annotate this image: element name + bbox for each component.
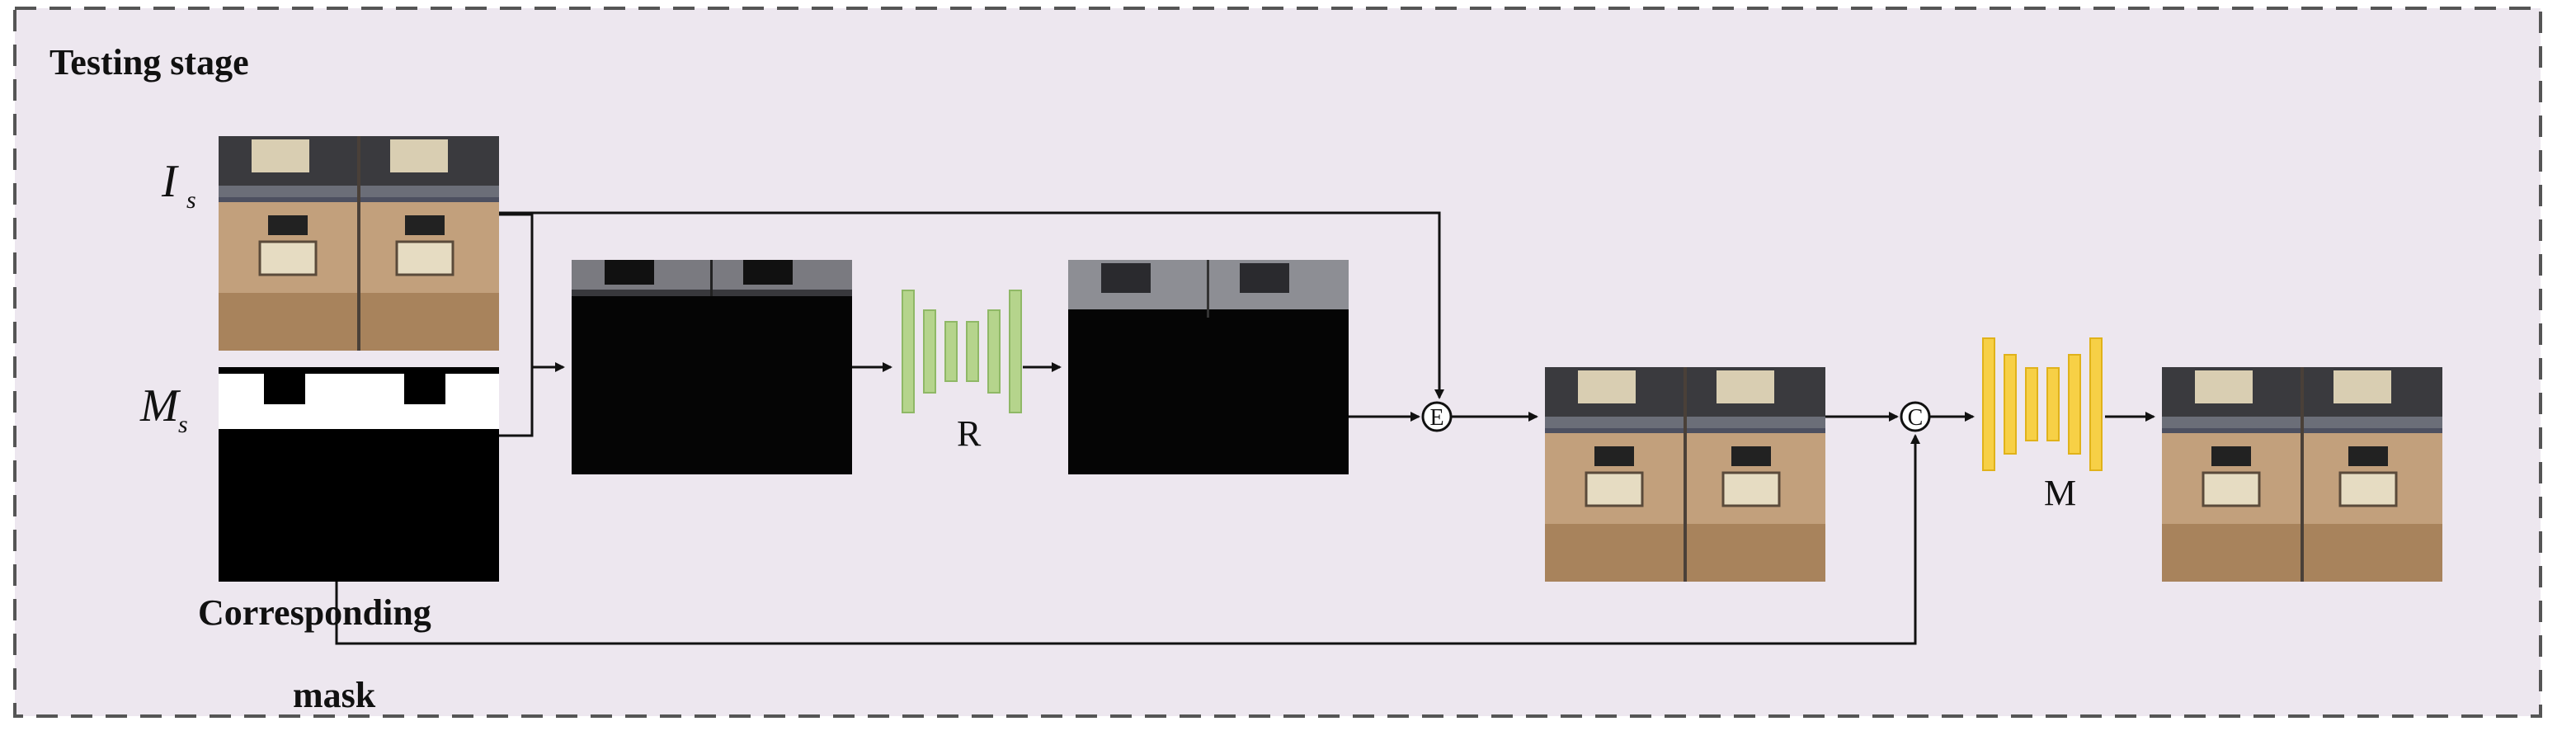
merge-network-label: M: [2044, 473, 2076, 513]
merge-network: [1982, 337, 2103, 471]
arrow-is-to-e: [499, 211, 1444, 399]
final-output-image: [2160, 365, 2444, 583]
mask-caption-line2: mask: [293, 675, 376, 715]
svg-text:C: C: [1908, 405, 1924, 431]
input-mask-label: M: [139, 380, 181, 431]
refine-network: [902, 290, 1022, 413]
elementwise-operator: E: [1421, 401, 1453, 432]
concat-operator: C: [1900, 401, 1931, 432]
mask-caption-line1: Corresponding: [198, 592, 431, 633]
panel-title: Testing stage: [49, 42, 249, 83]
input-image-is: [217, 134, 501, 352]
input-image-label-sub: s: [186, 186, 196, 214]
input-mask-label-sub: s: [178, 411, 188, 438]
refine-network-label: R: [957, 413, 982, 454]
refined-image: [1068, 260, 1349, 474]
combined-image: [1543, 365, 1827, 583]
input-mask-ms: [219, 367, 499, 582]
arrow-bracket: [499, 213, 534, 437]
arrow-mask-to-c: [335, 434, 1920, 645]
input-image-label: I: [161, 156, 179, 207]
svg-text:E: E: [1429, 405, 1443, 431]
flow-arrows: [335, 211, 2155, 645]
masked-image: [572, 260, 852, 474]
